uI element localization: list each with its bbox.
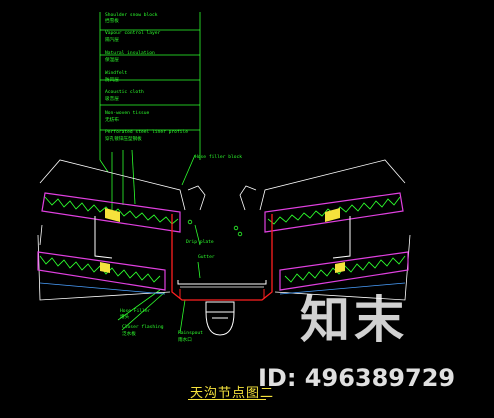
label-vapour-en: Vapour control layer [105,30,161,36]
drawing-title: 天沟节点图二 [190,386,275,401]
label-hose-filler-cn: 堵头 [120,313,130,320]
label-snow-block-cn: 挡雪板 [105,17,119,24]
watermark-id: ID: 496389729 [258,364,456,392]
watermark-brand: 知末 [300,291,408,349]
label-windfelt-en: Windfelt [105,70,127,76]
label-group-bottom: Hose Filler 堵头 Closer flashing 泛水板 Rains… [120,308,203,343]
right-roof-panel [259,159,411,301]
label-closer-flashing-en: Closer flashing [122,324,164,330]
label-acoustic-en: Acoustic cloth [105,89,144,95]
label-group-top: Shoulder snow block 挡雪板 Vapour control l… [105,12,188,142]
label-gutter: Gutter [198,254,215,260]
label-insulation-en: Natural insulation [105,50,155,56]
label-windfelt-cn: 防风层 [105,76,119,83]
label-rainspout-cn: 雨水口 [178,336,192,343]
leader-lines [99,12,201,334]
gutter [171,214,273,301]
ridge-caps [187,185,257,237]
label-rainspout-en: Rainspout [178,330,203,336]
label-hose-filler-block: Hose filler block [195,154,242,160]
label-vapour-cn: 隔汽层 [105,36,119,43]
left-roof-panel [37,159,186,301]
title-underline [188,399,266,400]
label-nonwoven-cn: 无纺布 [105,116,119,123]
label-hose-filler-en: Hose Filler [120,308,151,314]
label-snow-block-en: Shoulder snow block [105,12,158,18]
label-insulation-cn: 保温层 [105,56,119,63]
label-drip-plate: Drip plate [186,239,214,245]
label-acoustic-cn: 吸音层 [105,95,119,102]
rainspout [205,301,235,336]
label-closer-flashing-cn: 泛水板 [122,330,136,337]
label-liner-en: Perforated steel liner profile [105,129,188,135]
label-nonwoven-en: Non-woven tissue [105,110,149,116]
label-liner-cn: 穿孔镀锌压型钢板 [105,135,142,142]
label-group-mid: Hose filler block Drip plate Gutter [186,154,242,260]
